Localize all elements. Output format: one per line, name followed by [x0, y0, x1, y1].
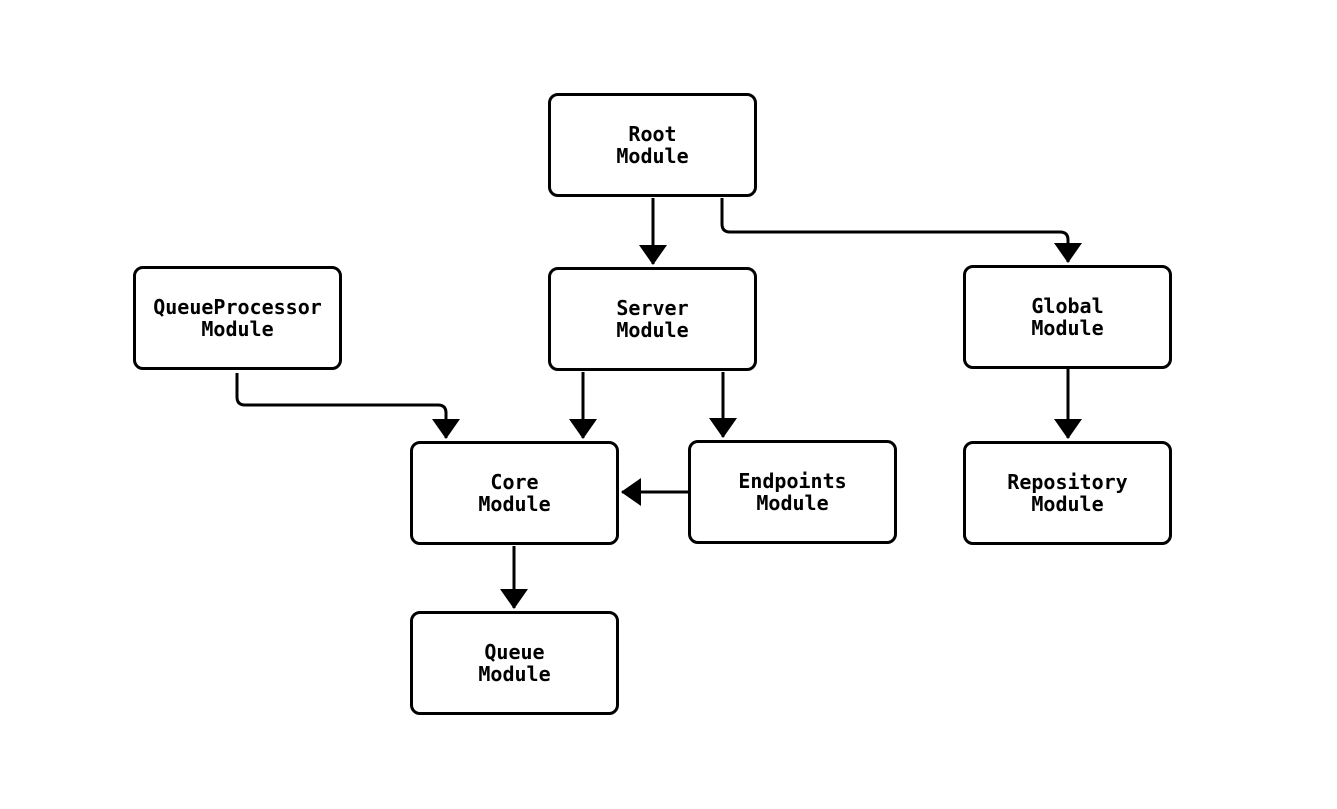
node-server-module: Server Module: [548, 267, 757, 371]
edge-root-to-global: [720, 198, 1082, 263]
node-endpoints-module: Endpoints Module: [688, 440, 897, 544]
node-core-module: Core Module: [410, 441, 619, 545]
node-repository-module: Repository Module: [963, 441, 1172, 545]
node-root-module: Root Module: [548, 93, 757, 197]
edge-queueprocessor-to-core: [235, 373, 460, 439]
node-global-module: Global Module: [963, 265, 1172, 369]
node-queue-module: Queue Module: [410, 611, 619, 715]
node-queueprocessor-module: QueueProcessor Module: [133, 266, 342, 370]
